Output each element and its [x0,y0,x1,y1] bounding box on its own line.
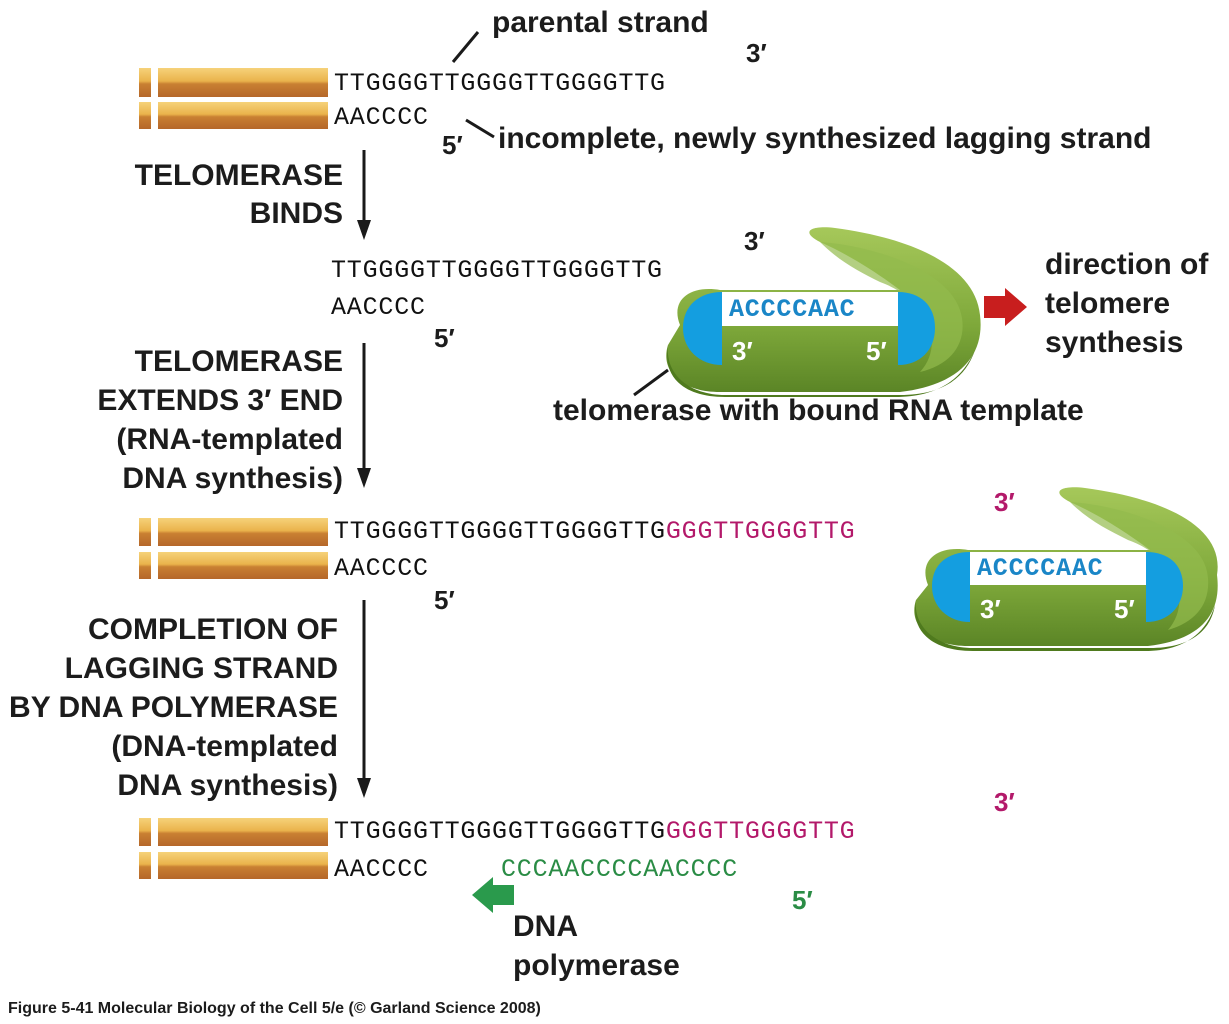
direction-label-line3: synthesis [1045,326,1184,359]
parental-strand-label: parental strand [492,6,709,39]
polymerase-label-line1: DNA [513,910,578,943]
panel3-template-5prime: 5′ [1114,594,1135,624]
panel2-top-3prime: 3′ [744,226,765,256]
panel4-top-sequence: TTGGGGTTGGGGTTGGGGTTGGGGTTGGGGTTG [334,817,856,847]
panel1-top-sequence: TTGGGGTTGGGGTTGGGGTTG [334,69,666,98]
panel2-top-sequence: TTGGGGTTGGGGTTGGGGTTG [331,256,663,285]
panel3-dna-duplex [139,518,328,579]
step3-label-line3: BY DNA POLYMERASE [9,691,338,724]
step2-arrow [357,343,371,488]
panel3-top-sequence: TTGGGGTTGGGGTTGGGGTTGGGGTTGGGGTTG [334,517,856,547]
parental-leader-line [451,31,480,63]
direction-label-line2: telomere [1045,287,1171,320]
panel1-top-strand-bar [158,68,328,97]
panel2-bottom-sequence: AACCCC [331,293,426,322]
lagging-strand-label: incomplete, newly synthesized lagging st… [498,122,1152,155]
rna-pocket-right [898,292,935,365]
step3-label-line5: DNA synthesis) [117,769,338,802]
step1-arrow [357,150,371,240]
panel1-top-3prime: 3′ [746,38,767,68]
polymerase-label-line2: polymerase [513,949,680,982]
step3-label-line2: LAGGING STRAND [64,652,338,685]
telomerase-enzyme-panel2 [666,227,981,397]
panel1-bottom-strand-stub [139,102,151,129]
panel2-template-3prime: 3′ [732,336,753,366]
panel3-bottom-5prime: 5′ [434,585,455,615]
panel1-dna-duplex [139,68,328,129]
step1-label-line1: TELOMERASE [134,159,343,192]
panel4-dna-duplex [139,818,328,879]
panel3-rna-template-sequence: ACCCCAAC [977,554,1104,583]
direction-label-line1: direction of [1045,248,1209,281]
panel3-template-3prime: 3′ [980,594,1001,624]
figure-caption: Figure 5-41 Molecular Biology of the Cel… [8,1000,541,1017]
panel4-top-parental-seq: TTGGGGTTGGGGTTGGGGTTG [334,817,666,846]
panel3-top-parental-seq: TTGGGGTTGGGGTTGGGGTTG [334,517,666,546]
polymerase-arrow-icon [472,877,514,913]
panel3-bottom-sequence: AACCCC [334,554,429,583]
panel4-new-lagging-sequence: CCCAACCCCAACCCC [501,855,739,884]
rna-pocket-left [683,292,722,365]
panel2-template-5prime: 5′ [866,336,887,366]
telomerase-leader-line [633,368,669,397]
panel3-top-extension-seq: GGGTTGGGGTTG [665,517,856,546]
step2-label-line4: DNA synthesis) [122,462,343,495]
telomerase-enzyme-panel3 [914,487,1218,651]
panel1-bottom-sequence: AACCCC [334,103,429,132]
step2-label-line3: (RNA-templated [116,423,343,456]
lagging-leader-line [465,118,495,139]
panel4-top-extension-seq: GGGTTGGGGTTG [665,817,856,846]
step3-label-line4: (DNA-templated [111,730,338,763]
panel4-bottom-5prime: 5′ [792,885,813,915]
step2-label-line2: EXTENDS 3′ END [97,384,343,417]
step3-label-line1: COMPLETION OF [88,613,338,646]
step1-label-line2: BINDS [249,197,343,230]
step3-arrow [357,600,371,798]
panel3-top-3prime: 3′ [994,487,1015,517]
panel4-bottom-sequence: AACCCC [334,855,429,884]
panel4-top-3prime: 3′ [994,787,1015,817]
panel1-top-strand-stub [139,68,151,97]
panel1-bottom-5prime: 5′ [442,130,463,160]
panel2-bottom-5prime: 5′ [434,323,455,353]
telomerase-label: telomerase with bound RNA template [553,394,1084,427]
panel2-rna-template-sequence: ACCCCAAC [729,295,856,324]
panel1-bottom-strand-bar [158,102,328,129]
step2-label-line1: TELOMERASE [134,345,343,378]
direction-arrow-icon [984,288,1027,326]
